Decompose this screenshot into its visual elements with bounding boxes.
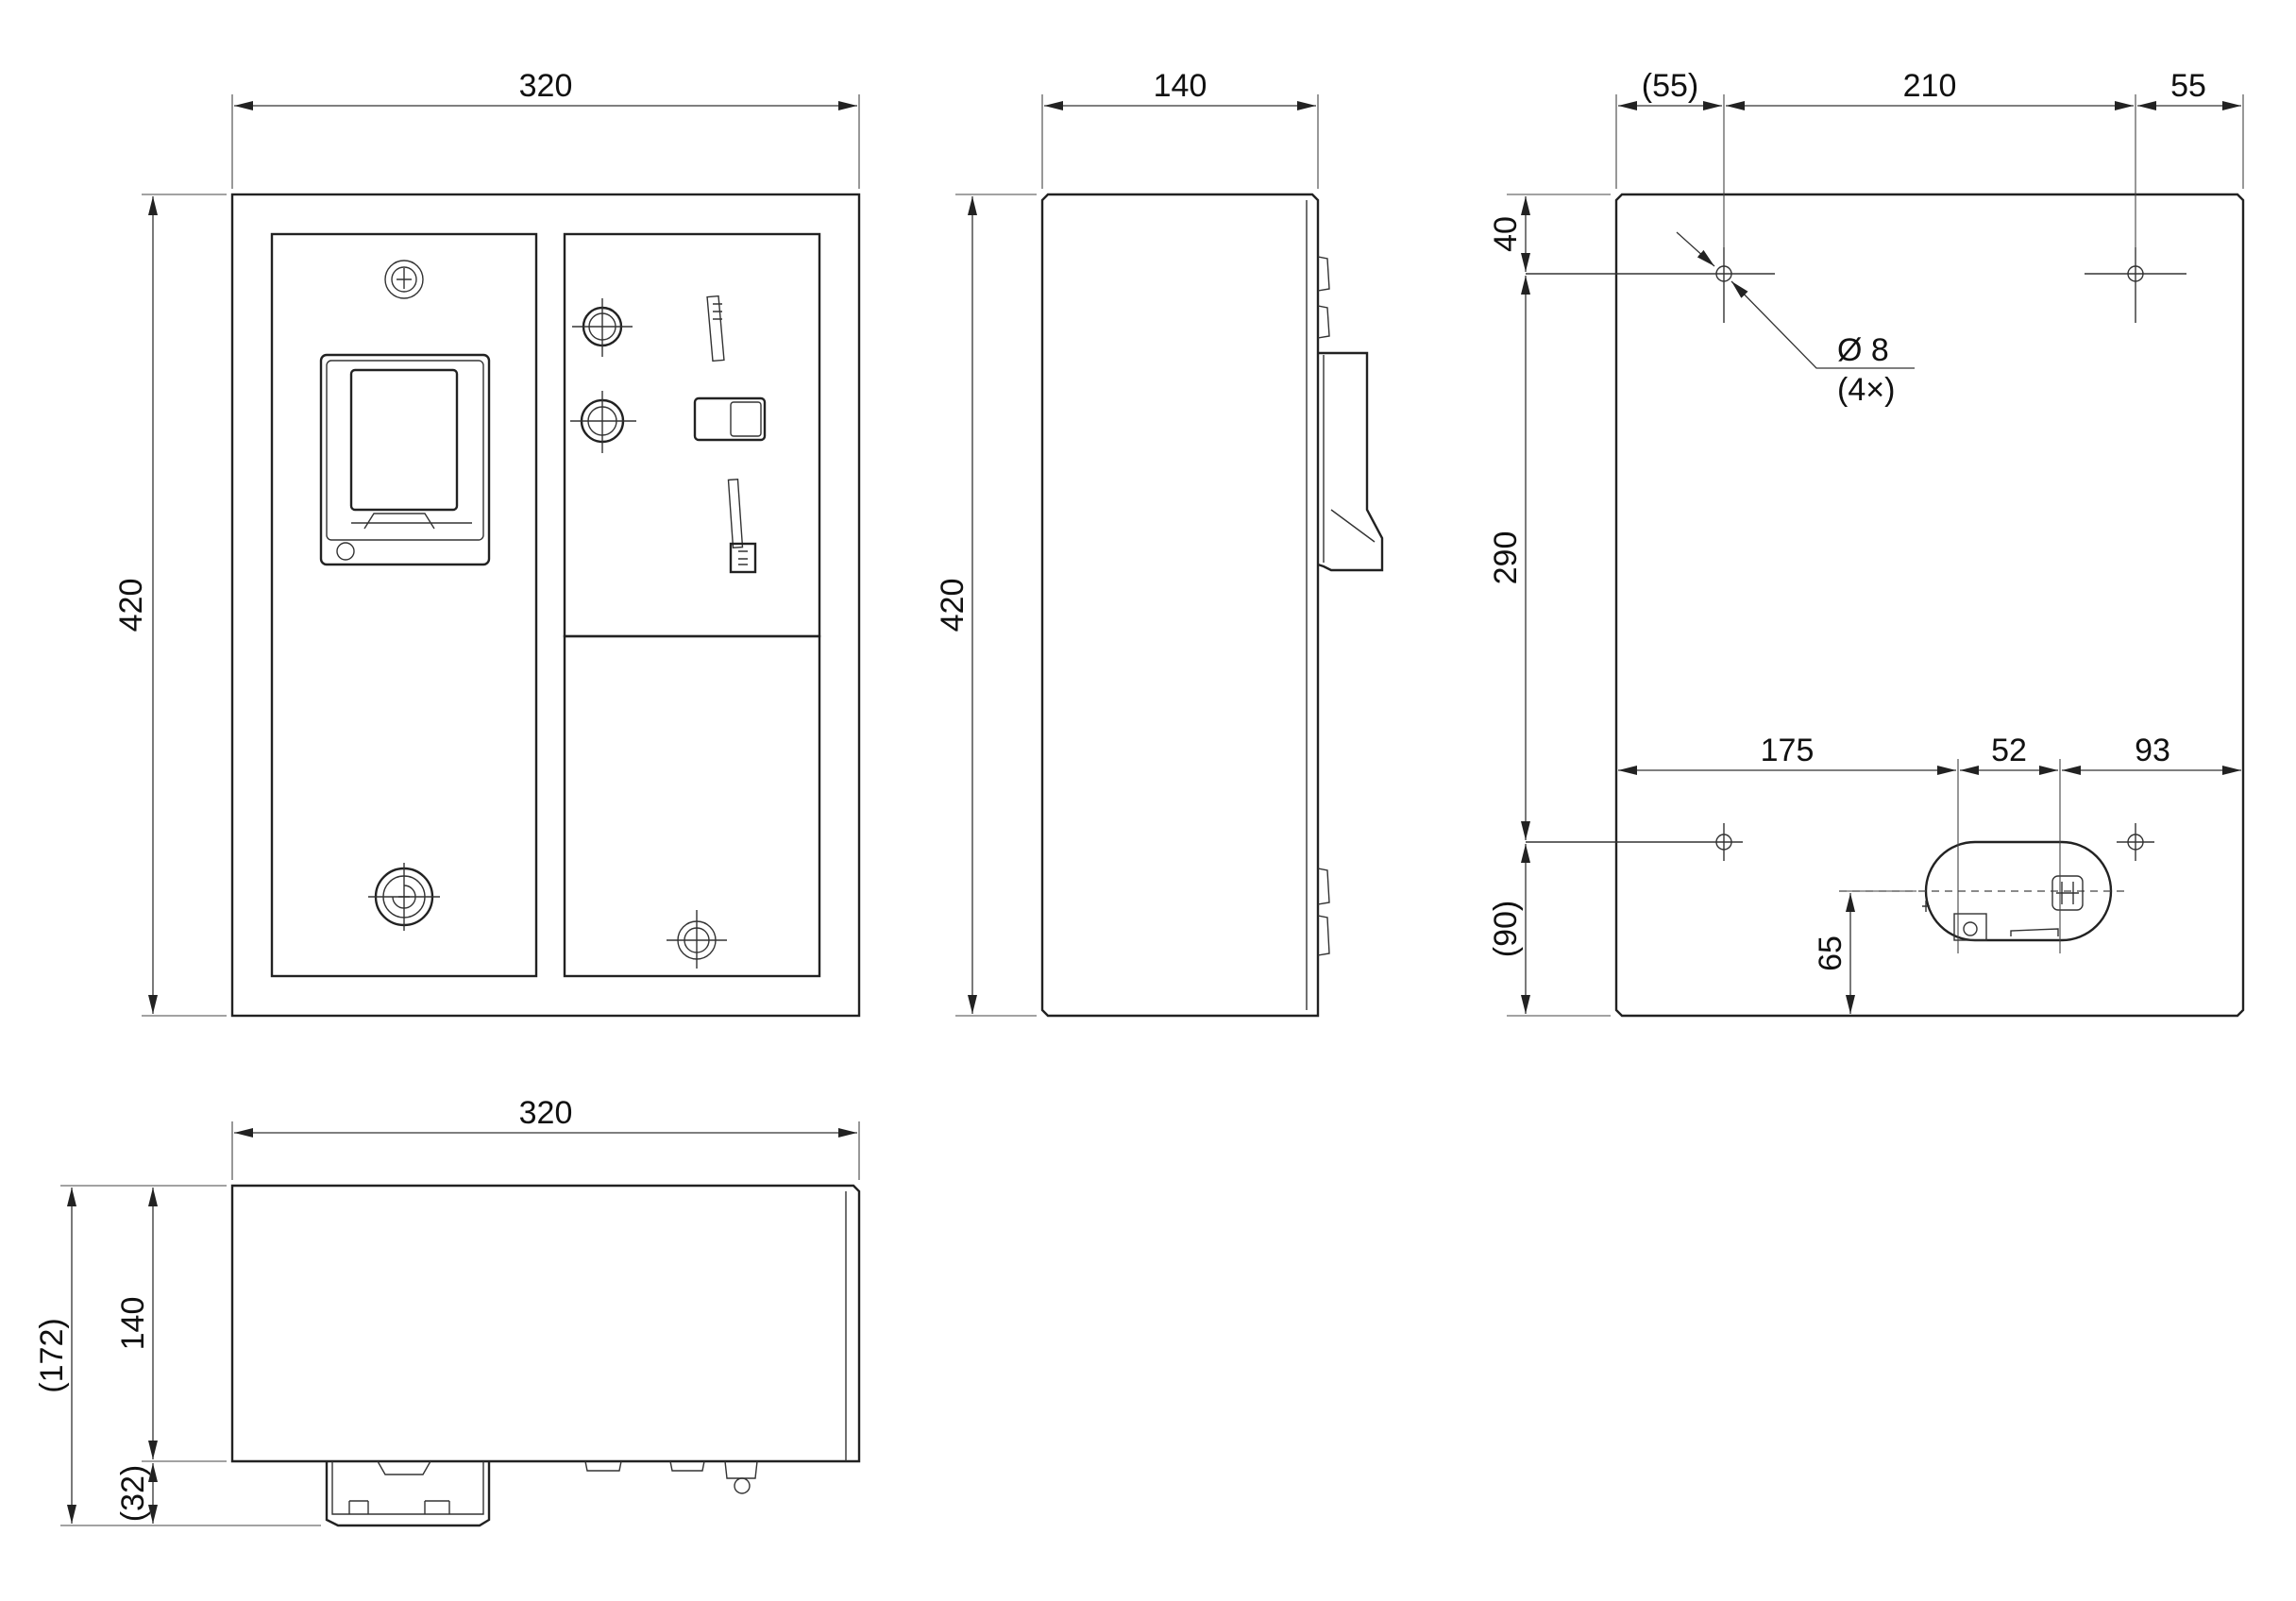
- bottom-width-dimension: 320: [231, 1095, 860, 1180]
- bottom-protrusion-label: (32): [115, 1465, 151, 1522]
- mounting-hole: [2117, 823, 2154, 861]
- rear-left-dimensions: 40 290 (90): [1488, 194, 1611, 1017]
- bottom-view: 320 140 (172) (32): [34, 1095, 861, 1527]
- mounting-hole: [1526, 247, 1775, 323]
- key-switch: [727, 478, 757, 574]
- bottom-overall-label: (172): [34, 1318, 70, 1392]
- rear-hole-top-label: 40: [1488, 216, 1524, 252]
- front-right-lower-panel: [563, 634, 821, 978]
- bottom-knob-2: [669, 1460, 705, 1472]
- cable-cutout: [1839, 840, 2124, 942]
- side-outline: [1040, 193, 1320, 1018]
- rear-bottom-offset-label: (90): [1488, 901, 1524, 957]
- front-outline: [230, 193, 861, 1018]
- rear-top-right-label: 55: [2170, 68, 2206, 104]
- rear-view: (55) 210 55 40 290 (90) 65 175 52: [1488, 68, 2245, 1018]
- side-display-profile: [1317, 351, 1384, 572]
- rear-cutout-height-label: 65: [1813, 935, 1849, 971]
- bottom-outline: [230, 1184, 861, 1463]
- push-button-2: [570, 391, 636, 453]
- rear-top-dimensions: (55) 210 55: [1615, 68, 2244, 264]
- toggle-switch: [706, 295, 725, 362]
- rear-top-mid-label: 210: [1903, 68, 1957, 104]
- rear-cutout-height-dimension: 65: [1813, 890, 1916, 1014]
- push-button-1: [572, 298, 633, 357]
- lock-icon: [384, 260, 424, 299]
- front-height-label: 420: [113, 579, 149, 632]
- display-unit: [319, 353, 491, 566]
- front-view: 320 420: [113, 68, 861, 1018]
- side-knob-bottom: [1317, 868, 1330, 956]
- side-height-label: 420: [935, 579, 971, 632]
- bottom-depth-label: 140: [115, 1297, 151, 1351]
- rear-top-left-label: (55): [1642, 68, 1698, 104]
- rocker-switch: [693, 396, 767, 442]
- hole-diameter-label: Ø 8: [1837, 332, 1889, 368]
- bottom-key: [724, 1460, 758, 1494]
- side-view: 140 420: [935, 68, 1384, 1018]
- side-knob-top: [1317, 256, 1330, 339]
- rear-cutout-width-label: 52: [1991, 733, 2027, 768]
- rear-cutout-left-label: 175: [1761, 733, 1815, 768]
- mounting-hole: [1526, 823, 1743, 861]
- bottom-depth-dimension: 140 (172) (32): [34, 1185, 321, 1526]
- hole-count-label: (4×): [1837, 372, 1895, 408]
- rear-cutout-right-label: 93: [2135, 733, 2170, 768]
- bottom-display-protrusion: [325, 1460, 491, 1527]
- lock-lower-icon: [667, 910, 727, 969]
- key-lock-icon: [368, 863, 440, 931]
- front-left-panel: [270, 232, 538, 978]
- hole-diameter-callout: Ø 8 (4×): [1676, 231, 1915, 408]
- bottom-width-label: 320: [519, 1095, 573, 1131]
- rear-cutout-dimensions: 175 52 93: [1618, 733, 2241, 953]
- rear-outline: [1614, 193, 2245, 1018]
- side-height-dimension: 420: [935, 194, 1037, 1017]
- front-width-label: 320: [519, 68, 573, 104]
- rear-hole-spacing-label: 290: [1488, 531, 1524, 585]
- front-height-dimension: 420: [113, 194, 227, 1017]
- side-width-label: 140: [1154, 68, 1207, 104]
- front-width-dimension: 320: [231, 68, 860, 189]
- bottom-knob-1: [584, 1460, 622, 1472]
- side-width-dimension: 140: [1041, 68, 1319, 189]
